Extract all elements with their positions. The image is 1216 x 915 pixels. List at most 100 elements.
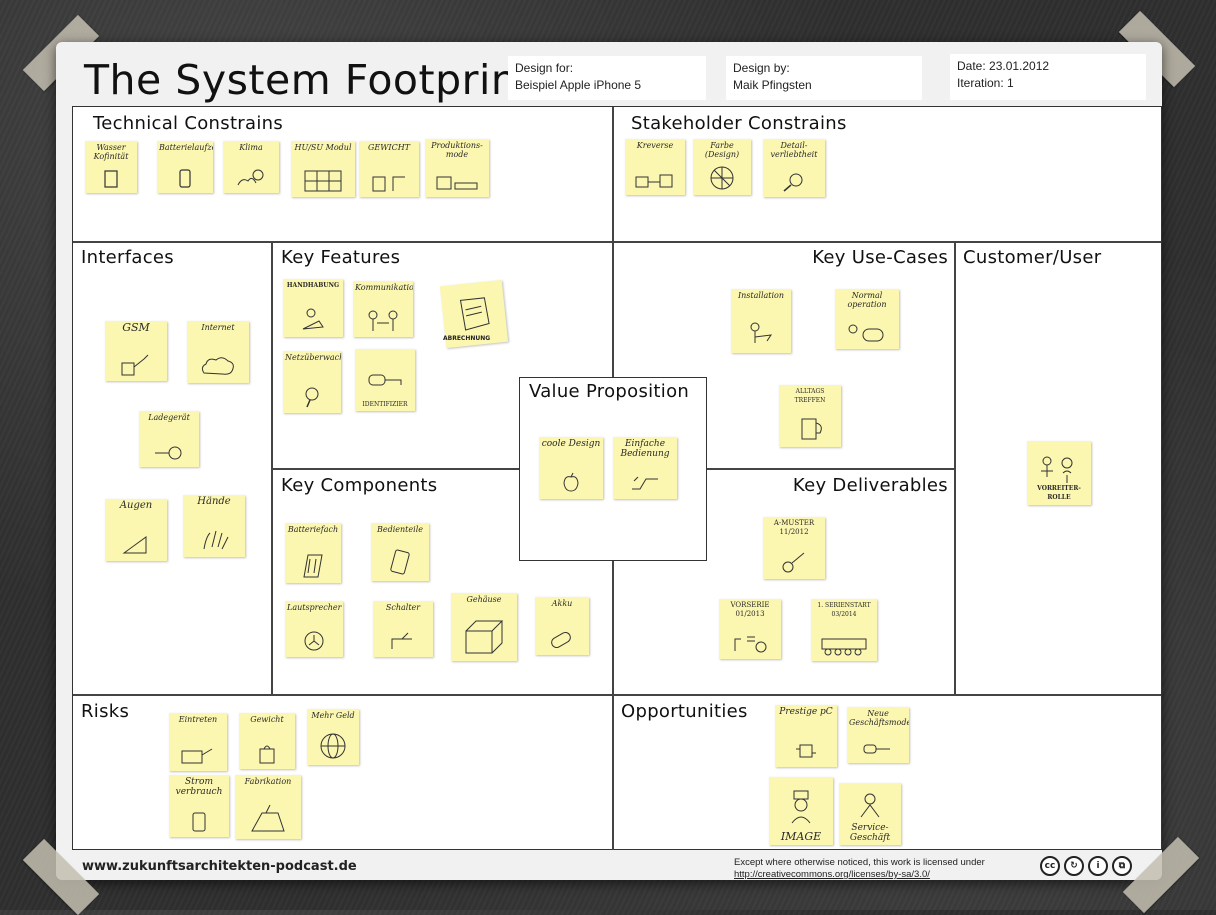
mug-icon (801, 418, 822, 440)
section-risks: Risks (81, 701, 130, 722)
handling-icon (302, 308, 324, 330)
note-label: Prestige pC (779, 707, 833, 717)
note-label: IMAGE (780, 830, 822, 843)
license-text: Except where otherwise noticed, this wor… (734, 857, 985, 868)
note-label: HANDHABUNG (286, 282, 340, 289)
weight-risk-icon (259, 745, 275, 764)
sticky-note: Ladegerät (139, 411, 199, 467)
sticky-note: Produktions-mode (425, 139, 489, 197)
note-label: Batterielaufzeit (159, 143, 213, 152)
sticky-note: Augen (105, 499, 167, 561)
magnifier-icon (783, 173, 803, 192)
sticky-note: Akku (535, 597, 589, 655)
note-label: Installation (737, 291, 785, 300)
service-icon (860, 793, 880, 818)
housing-icon (465, 620, 504, 654)
sticky-note: Batterielaufzeit (157, 141, 213, 193)
license-link[interactable]: http://creativecommons.org/licenses/by-s… (734, 869, 930, 880)
sticky-note: Wasser Kofinität (85, 141, 137, 193)
production-icon (436, 176, 478, 190)
note-label: Ladegerät (148, 413, 190, 422)
series-production-icon (821, 638, 867, 656)
key-icon (368, 374, 402, 386)
sticky-note: Netzüberwachung (283, 351, 341, 413)
section-key-features: Key Features (281, 247, 401, 268)
globe-icon (320, 733, 346, 759)
sticky-note: Kreverse (625, 139, 685, 195)
sticky-note: Klima (223, 141, 279, 193)
note-label: Mehr Geld (311, 711, 355, 720)
weather-icon (237, 169, 264, 186)
power-icon (192, 812, 206, 832)
note-label: Detail-verliebtheit (770, 141, 818, 159)
note-label: Wasser Kofinität (93, 143, 129, 161)
note-label: HU/SU Modul (294, 143, 352, 152)
section-key-use-cases: Key Use-Cases (812, 247, 948, 268)
sticky-note: IMAGE (769, 777, 833, 845)
note-label: Strom verbrauch (175, 777, 223, 797)
divider-middle-top (612, 241, 614, 377)
design-by-value: Maik Pfingsten (733, 78, 812, 92)
sticky-note: HANDHABUNG (283, 279, 343, 337)
charger-icon (155, 446, 182, 460)
note-label: Fabrikation (244, 777, 292, 786)
note-label: IDENTIFIZIER (362, 401, 408, 408)
iteration-value: Iteration: 1 (957, 76, 1014, 90)
note-label: Gehäuse (466, 595, 502, 604)
sticky-note (439, 279, 509, 349)
color-wheel-icon (710, 166, 734, 190)
divider-interfaces (271, 241, 273, 694)
note-label: Produktions-mode (431, 141, 483, 159)
note-label: Service-Geschäft (849, 823, 891, 843)
switch-icon (391, 632, 412, 649)
chip-icon (796, 744, 816, 758)
sticky-note: Hände (183, 495, 245, 557)
note-label: Kreverse (636, 141, 674, 150)
section-stakeholder-constrains: Stakeholder Constrains (631, 113, 847, 134)
touch-icon (632, 476, 658, 490)
sticky-note: Kommunikation (353, 281, 413, 337)
sticky-note: GEWICHT (359, 141, 419, 197)
note-label: A-MUSTER 11/2012 (773, 519, 815, 536)
antenna-icon (121, 354, 149, 376)
sticky-note: Farbe (Design) (693, 139, 751, 195)
divider-bottom-center (612, 694, 614, 850)
note-label: ALLTAGS TREFFEN (794, 388, 826, 404)
sticky-note: GSM (105, 321, 167, 381)
note-label: coole Design (541, 439, 601, 449)
share-alike-icon: ↻ (1064, 856, 1084, 876)
sticky-note: Gewicht (239, 713, 295, 769)
note-label: Kommunikation (355, 283, 413, 292)
note-label: Augen (119, 500, 153, 511)
divider-bottom (73, 694, 1161, 696)
footprint-canvas: Technical Constrains Stakeholder Constra… (72, 106, 1162, 850)
note-label: Internet (201, 323, 235, 332)
note-label: Gewicht (250, 715, 284, 724)
note-label: Akku (551, 599, 573, 608)
battery-compartment-icon (303, 554, 323, 578)
magnifier-icon (305, 387, 319, 408)
image-person-icon (791, 790, 811, 824)
section-interfaces: Interfaces (81, 247, 174, 268)
sticky-note: coole Design (539, 437, 603, 499)
sticky-note: Gehäuse (451, 593, 517, 661)
preseries-icon (734, 636, 767, 653)
sticky-note: Service-Geschäft (839, 783, 901, 845)
note-label: Lautsprecher (287, 603, 342, 612)
device-risk-icon (181, 748, 213, 764)
sticky-note: Strom verbrauch (169, 775, 229, 837)
speaker-icon (304, 631, 324, 651)
people-icon (368, 310, 398, 331)
footer-url: www.zukunftsarchitekten-podcast.de (82, 859, 357, 874)
section-key-components: Key Components (281, 475, 438, 496)
weight-icon (372, 176, 405, 192)
divider-features-components (271, 468, 519, 470)
design-by-label: Design by: (733, 61, 790, 75)
sticky-note: A-MUSTER 11/2012 (763, 517, 825, 579)
note-label: VORREITER-ROLLE (1037, 485, 1081, 501)
sticky-note: Normal operation (835, 289, 899, 349)
note-label: Eintreten (178, 715, 218, 724)
divider-usecases-deliverables (707, 468, 954, 470)
sticky-note: Internet (187, 321, 249, 383)
plug-icon (863, 744, 890, 754)
